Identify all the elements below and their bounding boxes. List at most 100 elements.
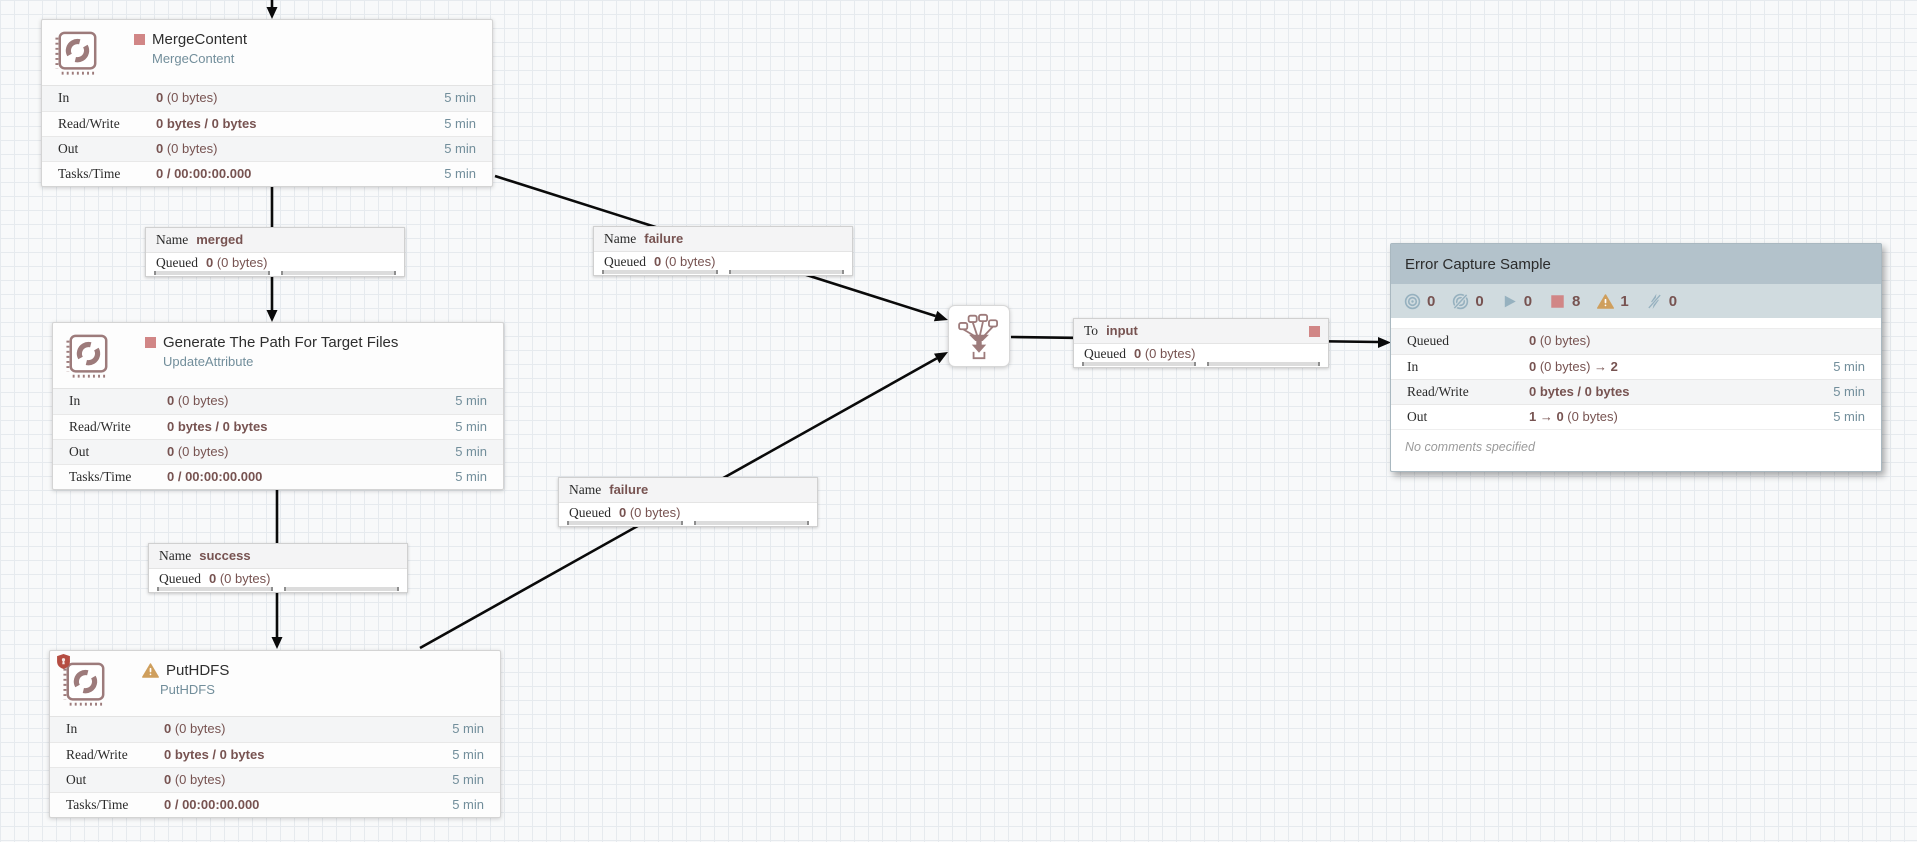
process-group-component-counts: 0 0 0 8 1 0 xyxy=(1391,284,1881,318)
stat-label: Read/Write xyxy=(69,419,131,434)
stat-window: 5 min xyxy=(1833,384,1865,399)
connection-to-label: To xyxy=(1084,323,1099,338)
stat-value: 0 bytes / 0 bytes xyxy=(1529,384,1630,399)
stat-window: 5 min xyxy=(444,166,476,181)
stat-label: Read/Write xyxy=(58,116,120,131)
stat-label: Tasks/Time xyxy=(58,166,121,181)
stat-row-readwrite: Read/Write 0 bytes / 0 bytes 5 min xyxy=(1391,379,1881,404)
process-group-comment: No comments specified xyxy=(1391,429,1881,471)
queue-percent-bars xyxy=(602,270,844,274)
processor-titles: Generate The Path For Target Files Updat… xyxy=(145,334,493,369)
stat-label: Queued xyxy=(1407,333,1449,348)
stopped-state-icon xyxy=(145,337,156,348)
stat-window: 5 min xyxy=(444,90,476,105)
invalid-icon xyxy=(1597,293,1614,310)
stat-label: Out xyxy=(66,772,87,787)
stat-label: Tasks/Time xyxy=(66,797,129,812)
queued-label: Queued xyxy=(1084,346,1126,361)
connection-name-row: Name failure xyxy=(594,227,852,252)
queued-label: Queued xyxy=(159,571,201,586)
stat-label: In xyxy=(66,721,78,736)
stat-value: 0 (0 bytes) xyxy=(1529,333,1591,348)
stat-window: 5 min xyxy=(455,469,487,484)
invalid-count: 1 xyxy=(1597,293,1629,310)
stopped-state-icon xyxy=(134,34,145,45)
disabled-icon xyxy=(1646,293,1663,310)
stat-label: Read/Write xyxy=(1407,384,1469,399)
stat-window: 5 min xyxy=(444,116,476,131)
process-group-error-capture-sample[interactable]: Error Capture Sample 0 0 0 8 1 0 xyxy=(1390,243,1882,472)
stat-value: 0 (0 bytes) xyxy=(156,141,218,156)
running-icon xyxy=(1501,293,1518,310)
connection-name-label: Name xyxy=(604,231,637,246)
stat-value: 0 (0 bytes) xyxy=(164,772,226,787)
processor-name: PutHDFS xyxy=(166,662,230,679)
connection-queued-row: Queued 0 (0 bytes) xyxy=(146,253,404,276)
processor-header: Generate The Path For Target Files Updat… xyxy=(53,323,503,388)
funnel[interactable] xyxy=(948,305,1010,367)
running-count: 0 xyxy=(1501,293,1532,310)
queued-value: 0 (0 bytes) xyxy=(205,255,268,270)
connection-name-label: Name xyxy=(156,232,189,247)
processor-header: PutHDFS PutHDFS xyxy=(50,651,500,716)
stat-value: 0 (0 bytes) xyxy=(156,90,218,105)
stat-value: 1 → 0 (0 bytes) xyxy=(1529,409,1618,424)
queued-value: 0 (0 bytes) xyxy=(1133,346,1196,361)
stopped-port-icon xyxy=(1309,326,1320,337)
stat-label: Out xyxy=(58,141,79,156)
processor-stamp-icon xyxy=(65,333,111,379)
processor-generate-path[interactable]: Generate The Path For Target Files Updat… xyxy=(52,322,504,490)
stat-row-readwrite: Read/Write 0 bytes / 0 bytes 5 min xyxy=(53,414,503,439)
wire-into-mergecontent[interactable] xyxy=(266,0,278,19)
stat-value: 0 bytes / 0 bytes xyxy=(156,116,257,131)
connection-name-label: Name xyxy=(159,548,192,563)
invalid-warning-icon xyxy=(142,663,159,678)
stat-window: 5 min xyxy=(455,419,487,434)
stopped-count: 8 xyxy=(1549,293,1580,310)
stat-value: 0 / 00:00:00.000 xyxy=(164,797,260,812)
connection-relationship: failure xyxy=(644,231,684,246)
queue-percent-bars xyxy=(567,521,809,525)
stat-value: 0 (0 bytes) xyxy=(167,393,229,408)
connection-name-row: Name success xyxy=(149,544,407,569)
restricted-shield-icon xyxy=(57,654,70,669)
queued-value: 0 (0 bytes) xyxy=(618,505,681,520)
stat-window: 5 min xyxy=(455,393,487,408)
stat-value: 0 bytes / 0 bytes xyxy=(167,419,268,434)
connection-queued-row: Queued 0 (0 bytes) xyxy=(1074,344,1328,367)
queued-label: Queued xyxy=(156,255,198,270)
process-group-title: Error Capture Sample xyxy=(1405,255,1551,273)
stat-label: Read/Write xyxy=(66,747,128,762)
stat-label: Out xyxy=(1407,409,1428,424)
connection-relationship: success xyxy=(199,548,251,563)
transmitting-icon xyxy=(1404,293,1421,310)
not-transmitting-icon xyxy=(1452,293,1469,310)
stat-window: 5 min xyxy=(1833,359,1865,374)
disabled-count: 0 xyxy=(1646,292,1677,310)
process-group-header[interactable]: Error Capture Sample xyxy=(1391,244,1881,284)
processor-header: MergeContent MergeContent xyxy=(42,20,492,85)
